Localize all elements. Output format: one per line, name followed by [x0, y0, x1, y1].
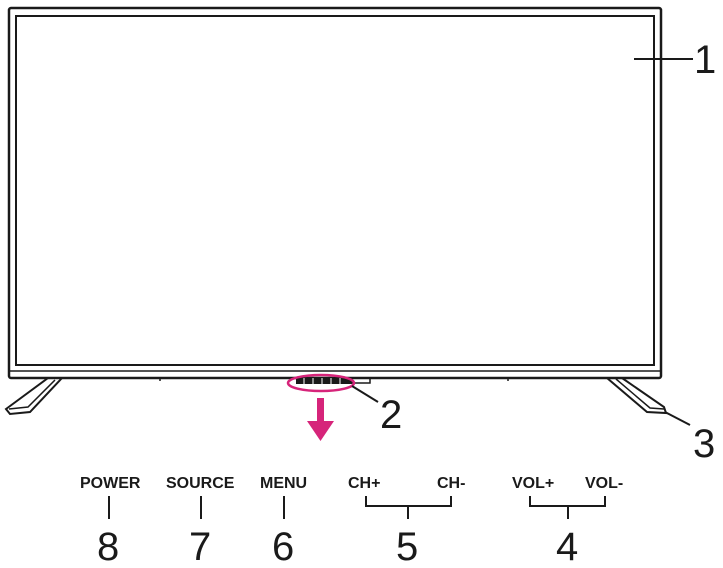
callout-5: 5: [396, 525, 418, 568]
leader-line-3: [664, 411, 691, 426]
tv-screen: [15, 15, 655, 366]
menu-label: MENU: [260, 475, 307, 492]
ch-minus-label: CH-: [437, 475, 465, 492]
right-stand: [606, 377, 668, 415]
left-stand: [4, 377, 63, 416]
ch-plus-label: CH+: [348, 475, 380, 492]
callout-3: 3: [693, 422, 715, 466]
vol-plus-label: VOL+: [512, 475, 554, 492]
tv-frame: [7, 6, 663, 380]
control-panel-highlight: [286, 373, 356, 393]
callout-8: 8: [97, 525, 119, 568]
callout-4: 4: [556, 525, 578, 568]
callout-1: 1: [694, 38, 716, 82]
leader-line-2: [351, 385, 379, 403]
source-label: SOURCE: [166, 475, 235, 492]
callout-7: 7: [189, 525, 211, 568]
volume-bracket: [529, 496, 606, 519]
vol-minus-label: VOL-: [585, 475, 623, 492]
callout-2: 2: [380, 393, 402, 437]
channel-bracket: [365, 496, 452, 519]
callout-6: 6: [272, 525, 294, 568]
power-label: POWER: [80, 475, 141, 492]
down-arrow-icon: [307, 398, 334, 441]
